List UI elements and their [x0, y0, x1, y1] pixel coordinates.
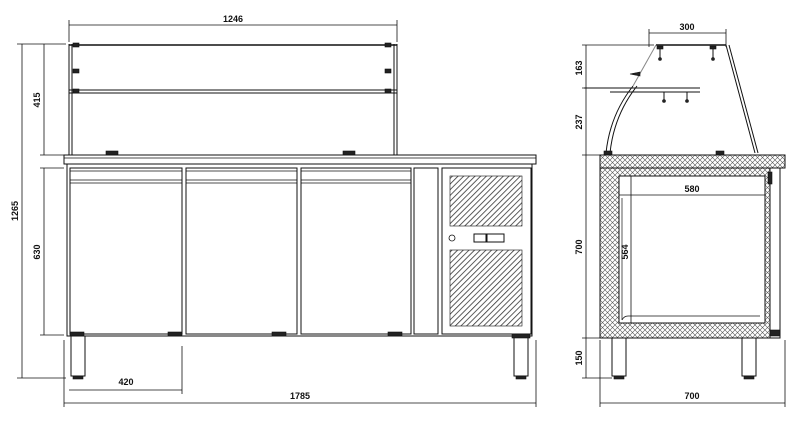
- power-switch-icon: [448, 234, 456, 242]
- label-side-shelf-depth: 300: [679, 22, 694, 32]
- label-front-cabinet-height: 630: [32, 244, 42, 259]
- dim-front-door-width: 420: [69, 346, 183, 394]
- dim-front-total-height: 1265: [10, 43, 66, 379]
- label-front-total-height: 1265: [10, 201, 20, 221]
- door-3: [300, 167, 412, 335]
- side-cabinet: [599, 154, 786, 339]
- side-view: 300 163 237 700 150 580 564: [574, 22, 786, 407]
- narrow-panel: [413, 167, 439, 335]
- dim-front-cabinet-height: 630: [32, 167, 64, 336]
- label-front-glass-width: 1246: [223, 14, 243, 24]
- dim-side-inner-width: 580: [619, 184, 765, 196]
- label-side-inner-height: 564: [620, 244, 630, 259]
- control-display-2: [486, 233, 505, 243]
- label-front-total-width: 1785: [290, 391, 310, 401]
- label-side-top-height: 163: [574, 60, 584, 75]
- label-side-leg-height: 150: [574, 350, 584, 365]
- label-side-total-depth: 700: [684, 391, 699, 401]
- glass-sneeze-guard: [68, 42, 398, 156]
- dim-front-glass-height: 415: [32, 44, 64, 156]
- lower-vent-grille: [449, 249, 523, 327]
- door-2: [185, 167, 298, 335]
- dim-side-shelf-depth: 300: [648, 22, 727, 47]
- label-side-inner-width: 580: [684, 184, 699, 194]
- dim-front-glass-width: 1246: [68, 14, 398, 42]
- side-legs: [611, 337, 757, 380]
- control-display: [473, 233, 487, 243]
- side-display-canopy: [584, 44, 759, 156]
- machinery-panel: [441, 167, 532, 335]
- label-front-glass-height: 415: [32, 92, 42, 107]
- dim-front-total-width: 1785: [63, 340, 537, 407]
- label-side-mid-height: 237: [574, 114, 584, 129]
- dim-side-inner-height: 564: [620, 176, 632, 323]
- worktop: [63, 154, 537, 165]
- label-side-body-height: 700: [574, 239, 584, 254]
- cabinet-body: [66, 163, 533, 337]
- front-view: 1246 1265 415 630 420: [10, 14, 537, 407]
- door-1: [69, 167, 183, 335]
- label-front-door-width: 420: [118, 377, 133, 387]
- dim-side-total-depth: 700: [599, 340, 786, 407]
- front-legs: [70, 333, 531, 380]
- dim-side-vertical: 163 237 700 150: [574, 44, 654, 379]
- upper-vent-grille: [449, 175, 523, 227]
